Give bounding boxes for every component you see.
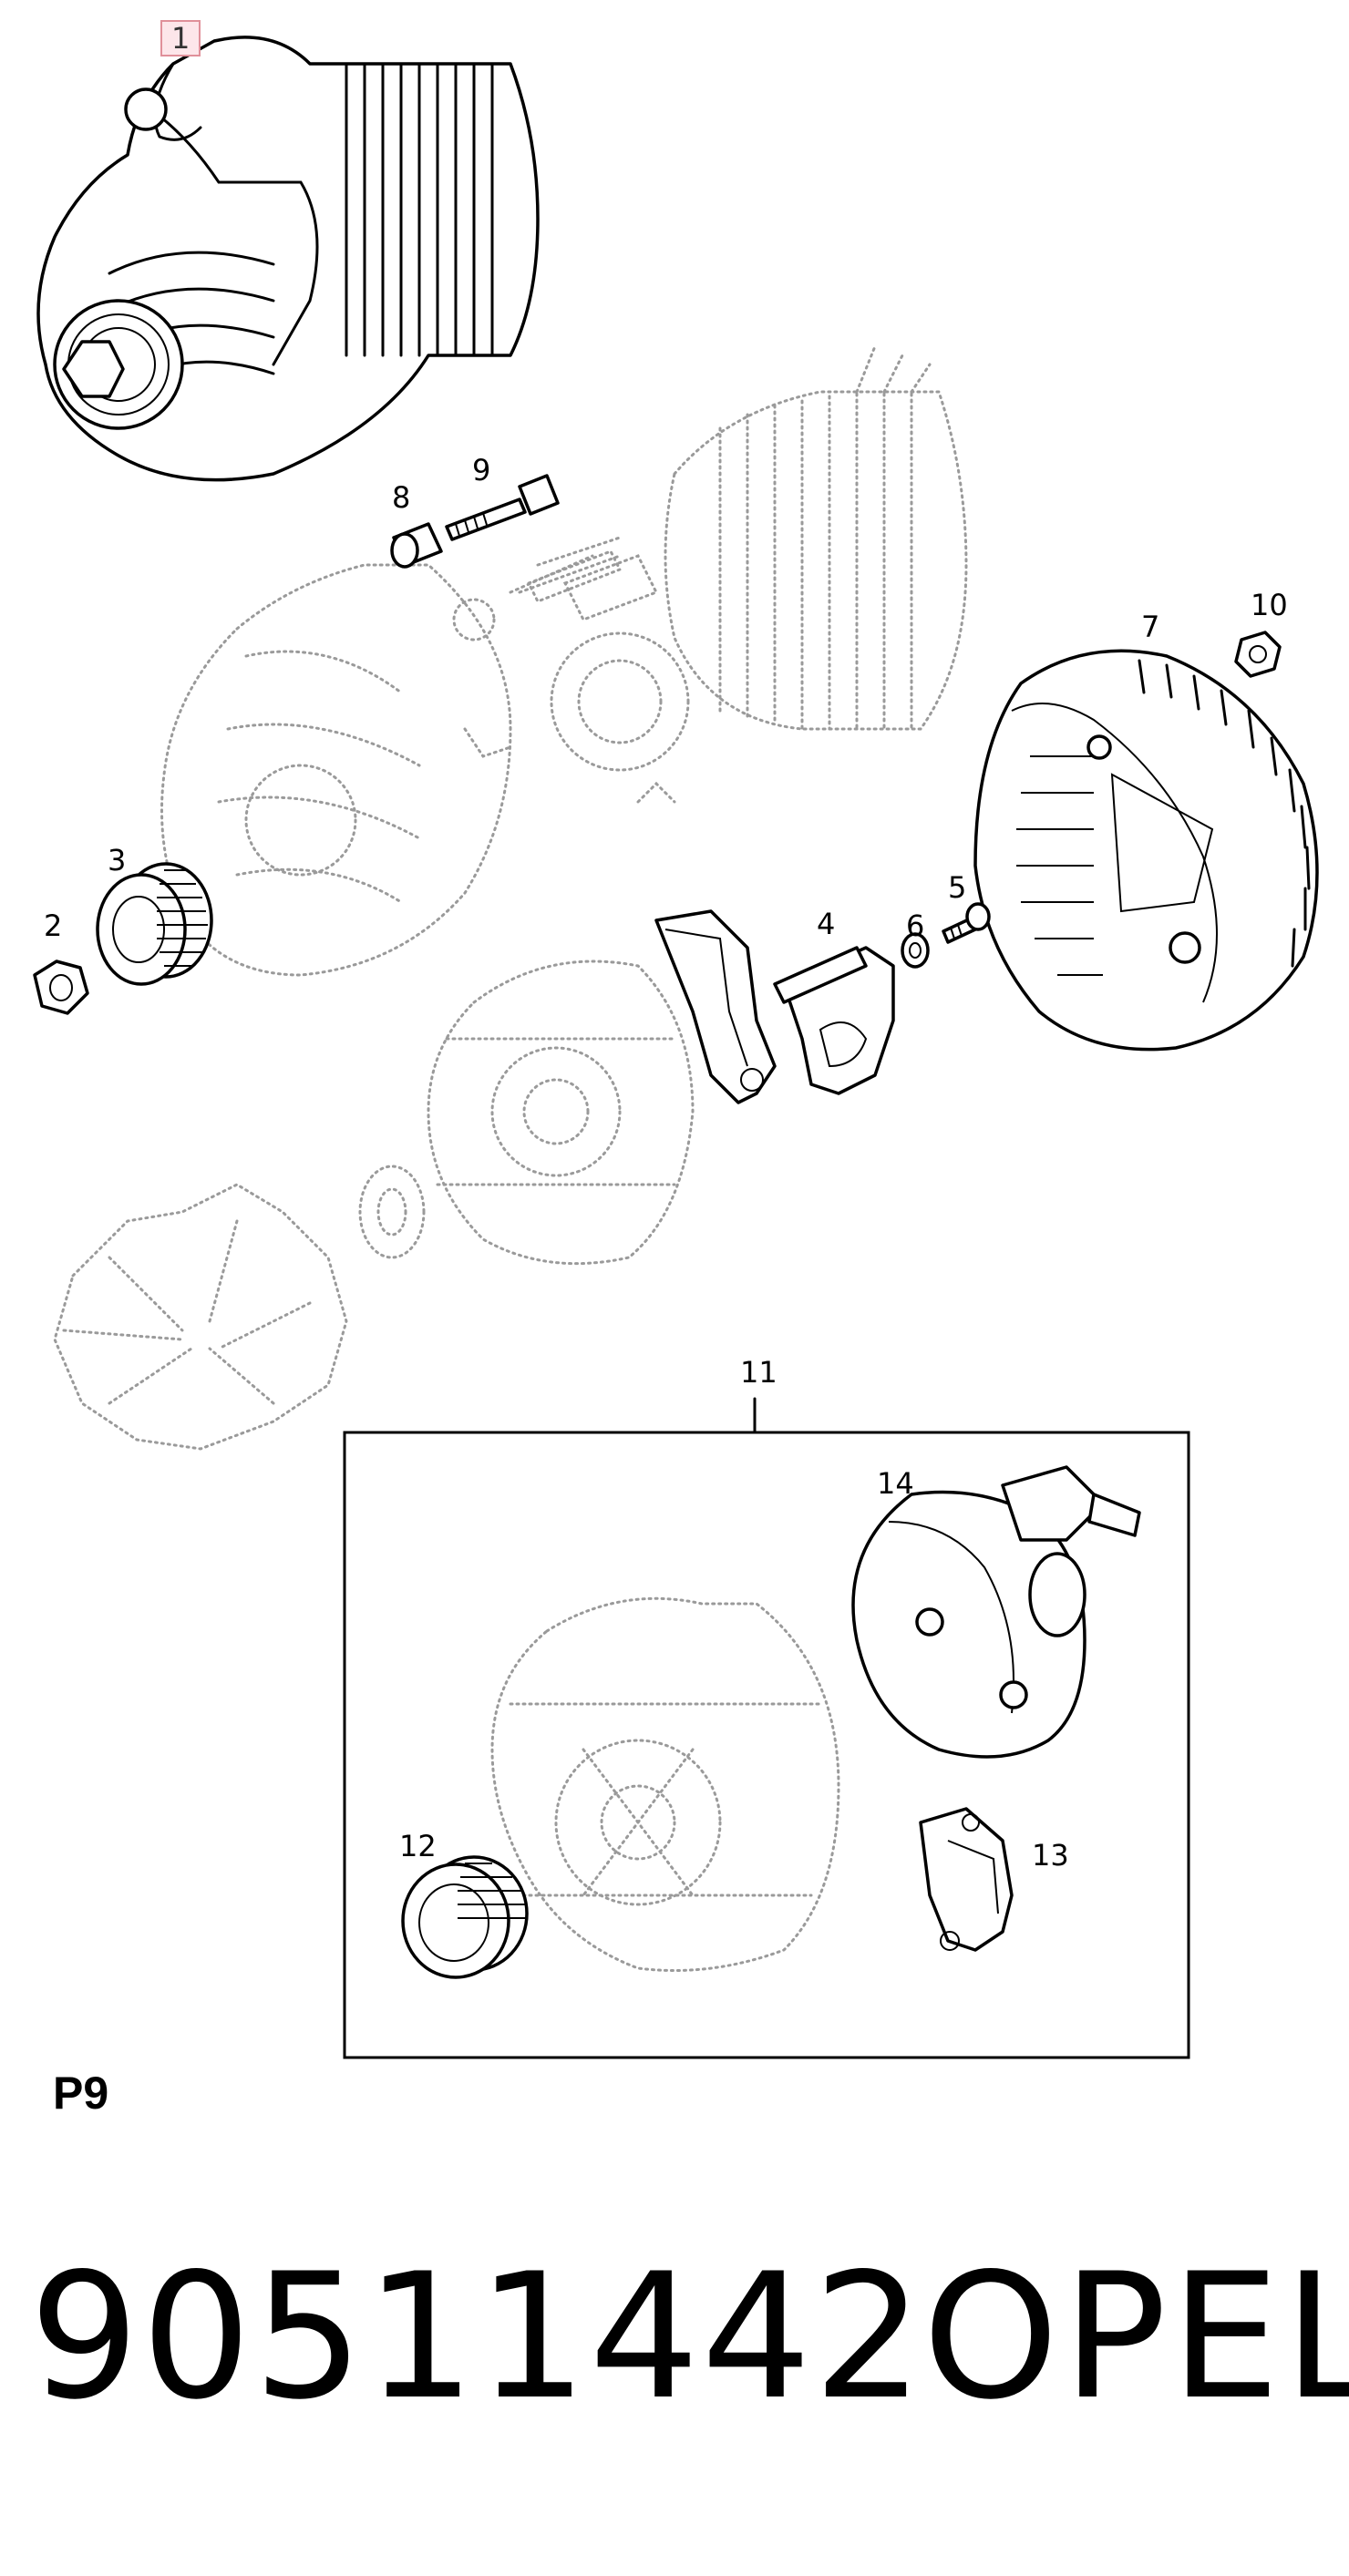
callout-3: 3 [108, 843, 127, 877]
bushing-part-8[interactable] [390, 522, 443, 569]
part-number: 90511442 [29, 2236, 926, 2437]
service-kit-box-11 [343, 1397, 1190, 2059]
callout-12: 12 [399, 1829, 437, 1863]
screw-part-5[interactable] [942, 902, 991, 944]
alternator-assembly[interactable] [36, 36, 540, 482]
callout-10: 10 [1251, 588, 1288, 622]
washer-part-6[interactable] [901, 932, 930, 969]
nut-part-2[interactable] [33, 960, 89, 1015]
rear-cover-part-7[interactable] [973, 649, 1319, 1052]
pulley-part-12[interactable] [401, 1855, 529, 1979]
callout-14: 14 [877, 1466, 914, 1501]
callout-11: 11 [740, 1355, 777, 1390]
callout-7: 7 [1141, 610, 1160, 644]
regulator-part-4[interactable] [654, 909, 895, 1104]
callout-8: 8 [392, 480, 411, 515]
callout-9: 9 [472, 453, 491, 487]
callout-1[interactable]: 1 [160, 20, 201, 56]
bolt-part-9[interactable] [445, 474, 560, 541]
ghost-reference-parts [53, 344, 968, 1972]
callout-2: 2 [44, 908, 63, 943]
callout-4: 4 [817, 907, 836, 941]
sheet-label: P9 [53, 2068, 109, 2119]
callout-6: 6 [906, 908, 925, 943]
pulley-part-3[interactable] [96, 862, 213, 986]
regulator-part-13[interactable] [919, 1807, 1014, 1952]
callout-13: 13 [1032, 1838, 1069, 1873]
nut-part-10[interactable] [1234, 631, 1282, 678]
rear-cap-part-14[interactable] [851, 1465, 1141, 1759]
callout-5: 5 [948, 870, 967, 905]
brand-name: OPEL [922, 2236, 1349, 2437]
